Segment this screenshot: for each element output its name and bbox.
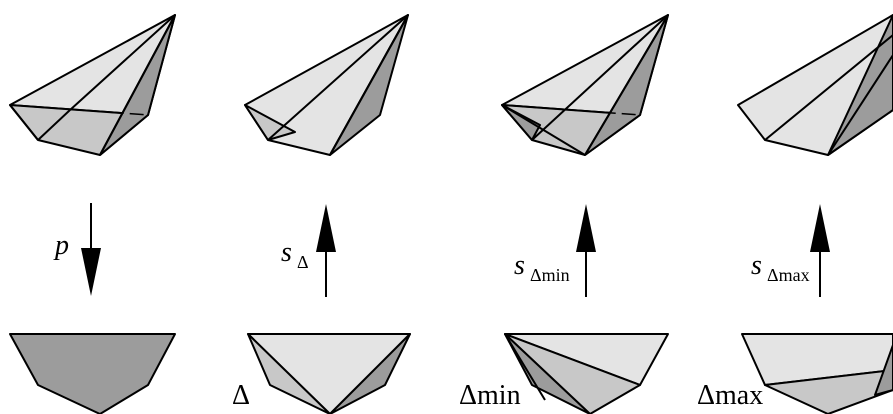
polytope-3d-3 — [501, 14, 669, 156]
arrow-label-s-delta-subscript: Δ — [297, 252, 309, 272]
section-face-right — [827, 14, 893, 156]
polygon-projection — [9, 333, 176, 414]
polygon-2d-2 — [247, 333, 411, 414]
subdivision-cell — [504, 333, 591, 414]
subdivision-cell — [329, 333, 411, 414]
column-1: p — [9, 14, 176, 414]
polytope-edge — [37, 109, 71, 141]
arrow-label-s-delta-min-subscript: Δmin — [530, 265, 570, 285]
subdivision-label-delta-max: Δmax — [697, 380, 763, 411]
polygon-2d-3 — [504, 333, 669, 414]
polytope-3d-1 — [9, 14, 176, 156]
subdivision-label-delta-min: Δmin — [459, 380, 521, 411]
polytope-3d-2 — [244, 14, 409, 156]
section-arrow-4 — [810, 204, 830, 297]
subdivision-edge — [504, 333, 546, 401]
polytope-edge — [69, 14, 176, 111]
section-face-front-left — [501, 104, 541, 141]
subdivision-cell — [874, 344, 893, 396]
polytope-3d-4 — [737, 14, 893, 156]
subdivision-cell — [247, 333, 331, 414]
subdivision-cell — [741, 333, 893, 386]
arrow-label-p: p — [53, 230, 69, 261]
arrow-head-up — [810, 204, 830, 252]
section-face-left — [244, 104, 296, 141]
polytope-edge — [9, 104, 39, 141]
section-edge — [827, 54, 893, 156]
section-arrow-2 — [316, 204, 336, 297]
column-3: s Δmin Δmin — [459, 14, 669, 414]
section-edge — [531, 14, 669, 141]
arrow-label-s-delta-min: s — [514, 250, 525, 281]
projection-arrow-1 — [81, 203, 101, 296]
section-edge — [584, 14, 669, 156]
section-edge — [501, 104, 586, 156]
section-hidden-edge — [501, 104, 641, 116]
column-4: s Δmax Δmax — [697, 14, 893, 414]
arrow-head-up — [316, 204, 336, 252]
section-edge — [267, 14, 409, 141]
arrow-label-s-delta-max: s — [751, 250, 762, 281]
subdivision-cell — [764, 369, 893, 414]
subdivision-label-delta: Δ — [232, 380, 250, 411]
arrow-label-s-delta: s — [281, 237, 292, 268]
section-edge — [329, 14, 409, 156]
arrow-label-s-delta-max-subscript: Δmax — [767, 265, 810, 285]
polytope-hidden-edge — [9, 104, 149, 116]
column-2: s Δ Δ — [232, 14, 411, 414]
section-edge — [764, 34, 893, 141]
arrow-head-up — [576, 204, 596, 252]
polygon-2d-4 — [741, 333, 893, 414]
arrow-head-down — [81, 248, 101, 296]
polygon-2d-1 — [9, 333, 176, 414]
polytope-edge — [99, 14, 176, 156]
section-arrow-3 — [576, 204, 596, 297]
